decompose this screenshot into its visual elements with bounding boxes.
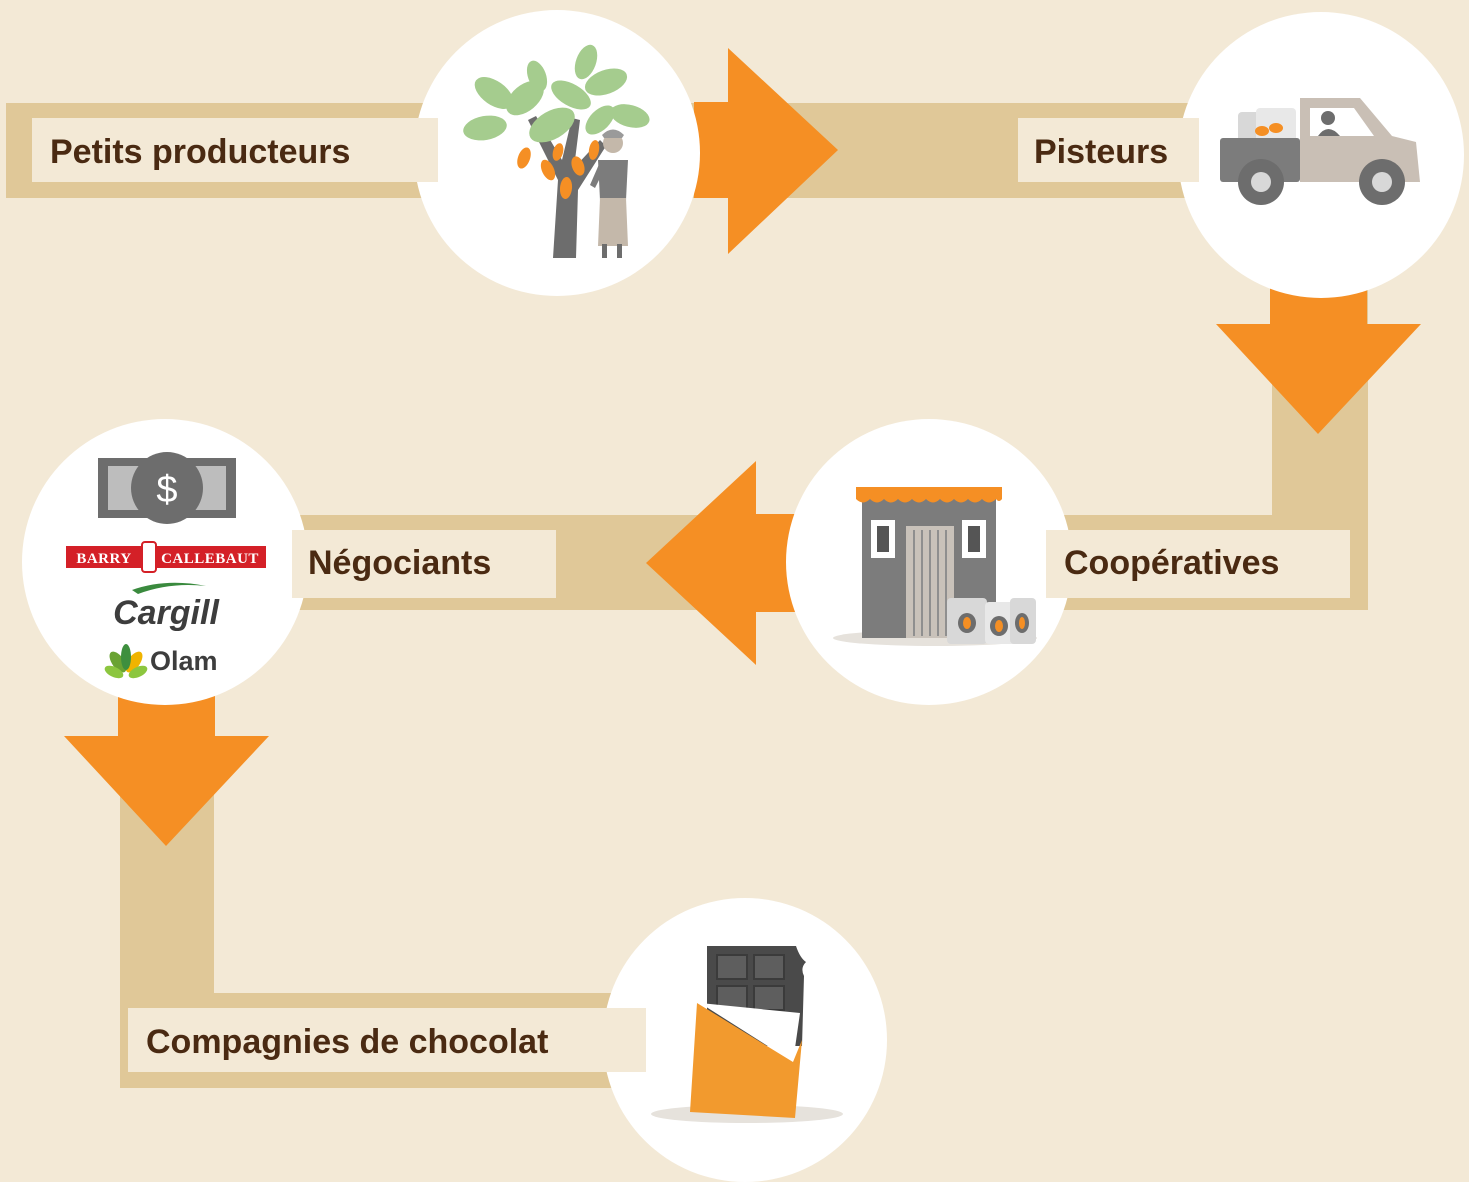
dollar-sign: $: [156, 469, 177, 511]
label-pisteurs: Pisteurs: [1018, 118, 1199, 182]
cargill-logo: Cargill: [113, 582, 220, 632]
logo-cargill-text: Cargill: [113, 594, 220, 632]
money-logos-icon: $ BARRY CALLEBAUT Cargill Olam: [66, 452, 266, 679]
label-pisteurs-text: Pisteurs: [1034, 133, 1168, 171]
farmer-tree-icon: [463, 44, 650, 258]
logo-olam-text: Olam: [150, 646, 218, 676]
chocolate-bar-icon: [651, 946, 843, 1123]
arrow-right-icon: [694, 48, 838, 254]
logo-callebaut-text: CALLEBAUT: [161, 551, 259, 567]
label-compagnies-de-chocolat: Compagnies de chocolat: [128, 1008, 646, 1072]
truck-icon: [1220, 98, 1420, 205]
label-cooperatives: Coopératives: [1046, 530, 1350, 598]
barry-callebaut-logo: BARRY CALLEBAUT: [66, 541, 266, 573]
arrow-left-icon: [646, 461, 800, 665]
arrow-down-icon: [1216, 288, 1421, 434]
label-petits-producteurs: Petits producteurs: [32, 118, 438, 182]
step-labels: Petits producteurs Pisteurs Coopératives…: [32, 118, 1350, 1072]
warehouse-icon: [833, 487, 1037, 646]
flow-arrows: [64, 48, 1421, 846]
label-negociants-text: Négociants: [308, 544, 491, 582]
label-compagnies-text: Compagnies de chocolat: [146, 1023, 548, 1061]
label-negociants: Négociants: [292, 530, 556, 598]
olam-logo: Olam: [104, 644, 218, 679]
label-cooperatives-text: Coopératives: [1064, 544, 1279, 582]
arrow-down-icon: [64, 690, 269, 846]
dollar-bill-icon: $: [98, 452, 236, 524]
olam-leaf-icon: [104, 644, 148, 679]
label-petits-producteurs-text: Petits producteurs: [50, 133, 350, 171]
logo-barry-text: BARRY: [76, 551, 131, 567]
